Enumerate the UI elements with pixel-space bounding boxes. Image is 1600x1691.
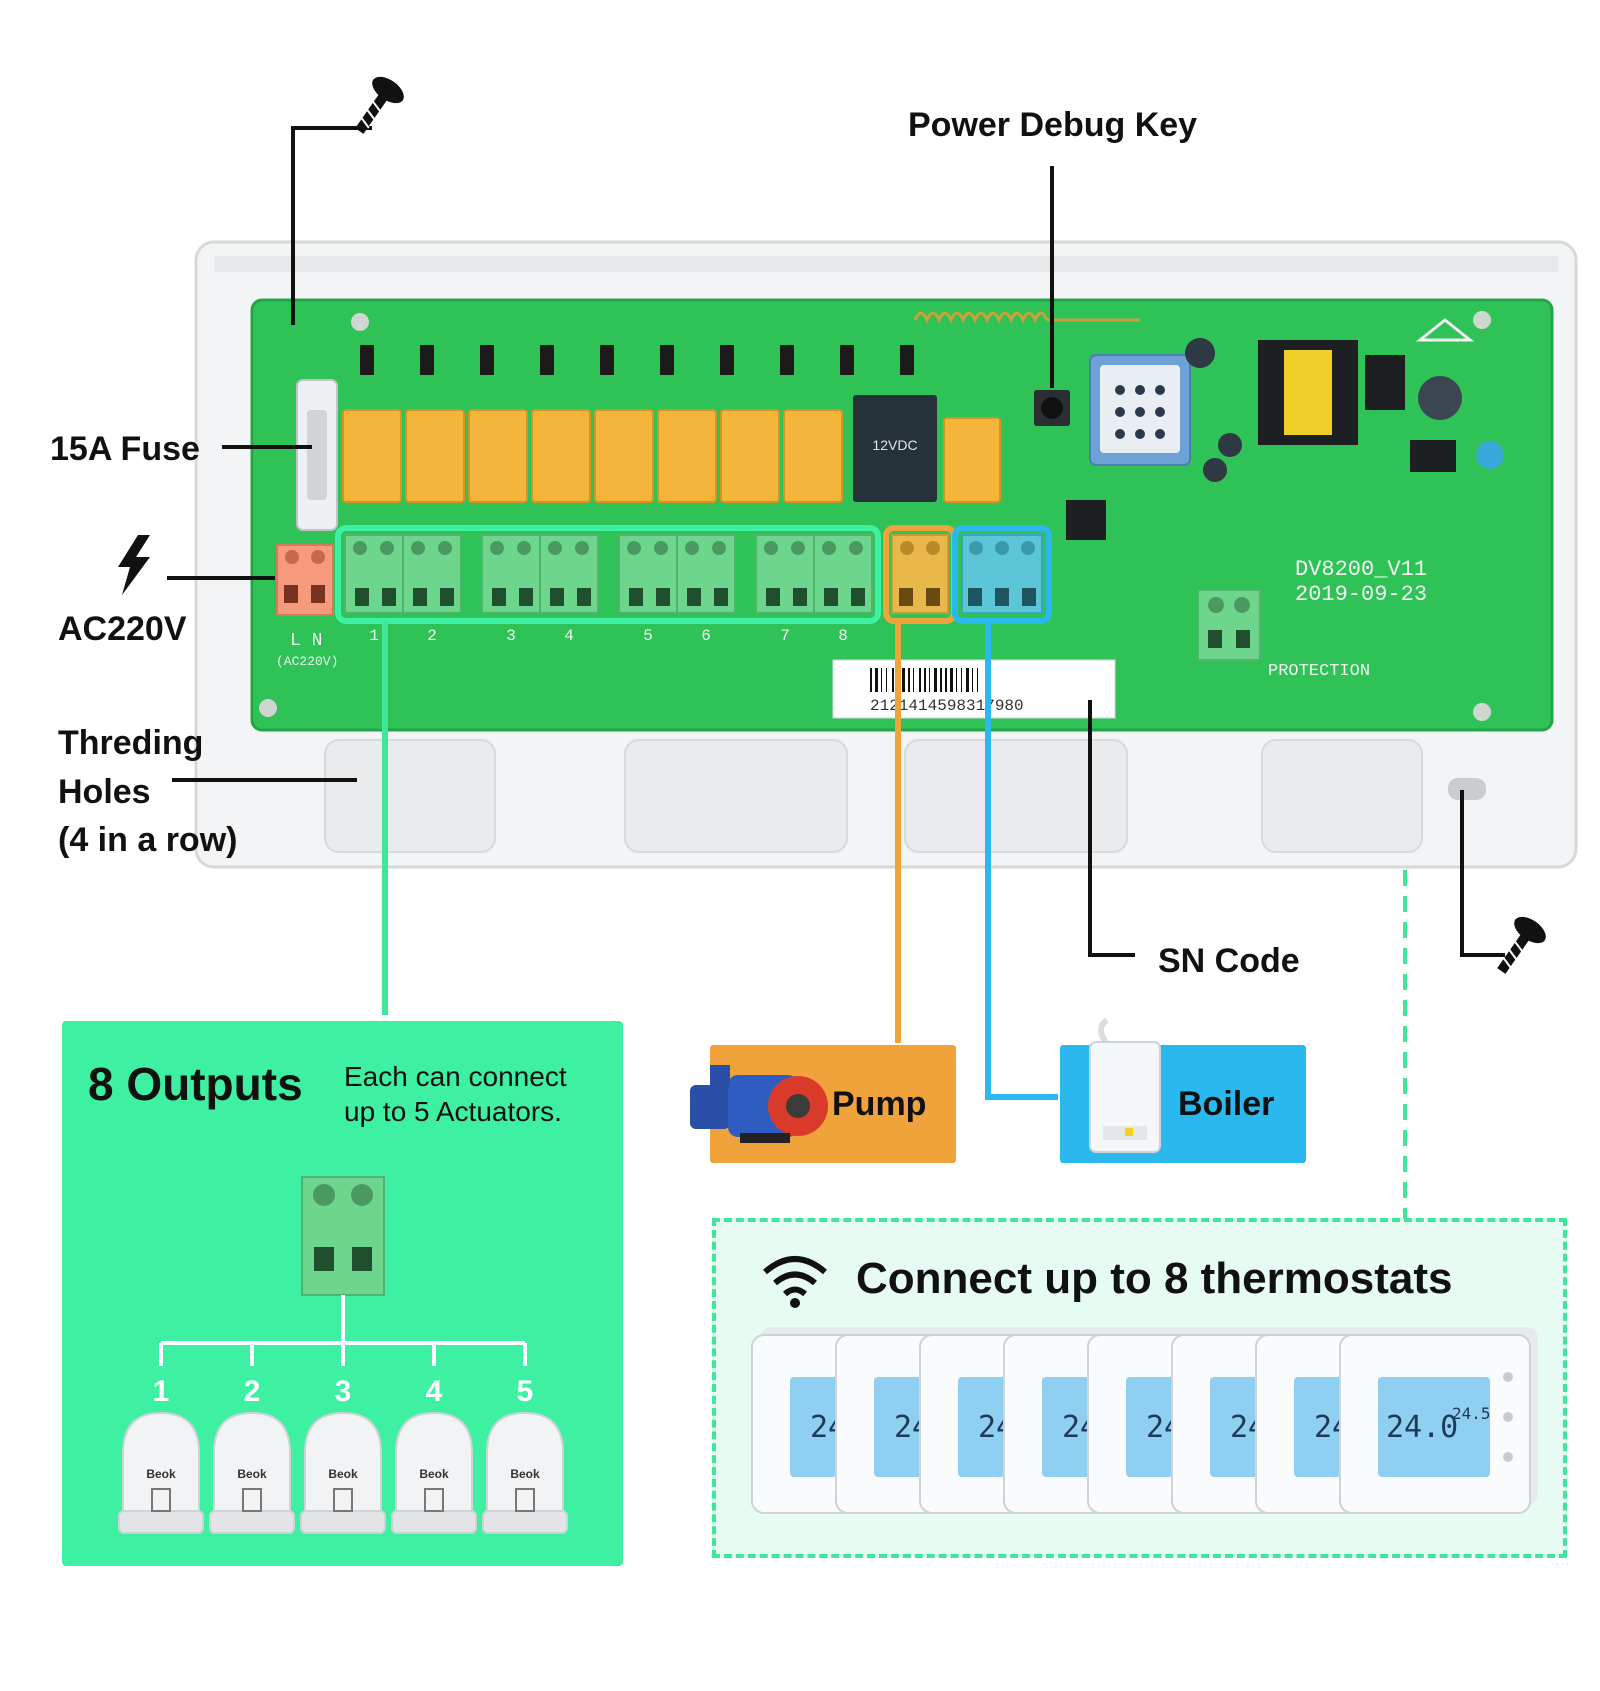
pump-icon: [690, 1065, 828, 1143]
ic-chip: [1066, 500, 1106, 540]
power-terminal-sublabel: (AC220V): [276, 654, 338, 669]
channel-numbers: 1 2 3 4 5 6 7 8: [369, 627, 848, 645]
actuator-brand: Beok: [146, 1467, 176, 1481]
fuse-holder: [296, 379, 338, 531]
actuator-number: 5: [517, 1375, 534, 1408]
wifi-icon: [760, 1250, 830, 1310]
thermostats-title: Connect up to 8 thermostats: [856, 1254, 1453, 1303]
power-supply: [1185, 318, 1504, 482]
antenna: [913, 311, 1140, 324]
outputs-panel: 8 Outputs Each can connect up to 5 Actua…: [62, 1021, 623, 1566]
outputs-description: Each can connect up to 5 Actuators.: [344, 1059, 567, 1129]
screw-icon-top: [355, 76, 404, 134]
pump-label: Pump: [832, 1085, 927, 1123]
actuator-number: 2: [244, 1375, 261, 1408]
threading-holes-label: Threding Holes (4 in a row): [58, 722, 237, 862]
terminal-slots: [355, 588, 865, 606]
boiler-icon: [1089, 1018, 1161, 1153]
fuse-label: 15A Fuse: [50, 430, 200, 468]
protection-terminal: [1197, 589, 1261, 661]
board-model-text: DV8200_V11: [1295, 557, 1427, 582]
channel-number: 8: [838, 627, 848, 645]
channel-number: 4: [564, 627, 574, 645]
terminal-block: [301, 1176, 385, 1296]
sn-code-label: SN Code: [1158, 942, 1300, 980]
power-debug-key: [1034, 390, 1070, 426]
pcb-holes: [259, 311, 1491, 721]
relays: [342, 409, 1001, 503]
channel-number: 5: [643, 627, 653, 645]
actuator-brand: Beok: [419, 1467, 449, 1481]
lightning-icon: [118, 535, 150, 595]
threading-holes: [324, 739, 1423, 853]
threading-holes-line1: Threding: [58, 724, 204, 762]
screw-icon-bottom: [1497, 916, 1546, 974]
mount-hole-bottom: [1448, 778, 1486, 800]
actuator-number: 1: [153, 1375, 170, 1408]
channel-number: 6: [701, 627, 711, 645]
power-terminal-label: L N: [290, 631, 322, 651]
ac220v-terminal: [276, 544, 334, 616]
thermostat: 24.024.5: [1339, 1327, 1538, 1514]
callout-lines: [167, 126, 1505, 957]
threading-holes-line2: Holes: [58, 772, 151, 811]
board-date-text: 2019-09-23: [1295, 582, 1427, 607]
svg-text:12VDC: 12VDC: [872, 437, 917, 453]
serial-number-text: 2121414598317980: [870, 697, 1024, 715]
power-debug-key-label: Power Debug Key: [908, 106, 1198, 144]
channel-number: 7: [780, 627, 790, 645]
protection-text: PROTECTION: [1268, 662, 1370, 681]
threading-holes-line3: (4 in a row): [58, 821, 238, 859]
pump-terminal: [883, 525, 957, 624]
pump-relay: 12VDC: [853, 395, 937, 502]
outputs-title: 8 Outputs: [88, 1058, 303, 1110]
actuator-brand: Beok: [510, 1467, 540, 1481]
ac220v-label: AC220V: [58, 610, 187, 648]
sn-sticker: 2121414598317980: [832, 659, 1116, 719]
branch-lines: [159, 1295, 527, 1366]
thermostat-set: 24.5: [1452, 1404, 1491, 1423]
boiler-connector-line: [985, 622, 1058, 1100]
boiler-terminal: [952, 525, 1052, 624]
thermostat-temp: 24.0: [1386, 1410, 1458, 1445]
wifi-module: [1089, 354, 1191, 466]
outputs-highlight: [335, 525, 881, 624]
channel-number: 2: [427, 627, 437, 645]
outputs-desc-line2: up to 5 Actuators.: [344, 1096, 562, 1127]
actuator-number: 3: [335, 1375, 352, 1408]
component-row: [360, 345, 914, 375]
channel-number: 3: [506, 627, 516, 645]
channel-number: 1: [369, 627, 379, 645]
actuator-number: 4: [426, 1375, 443, 1408]
outputs-desc-line1: Each can connect: [344, 1061, 567, 1092]
boiler-label: Boiler: [1178, 1085, 1275, 1123]
actuator-brand: Beok: [328, 1467, 358, 1481]
actuator-brand: Beok: [237, 1467, 267, 1481]
